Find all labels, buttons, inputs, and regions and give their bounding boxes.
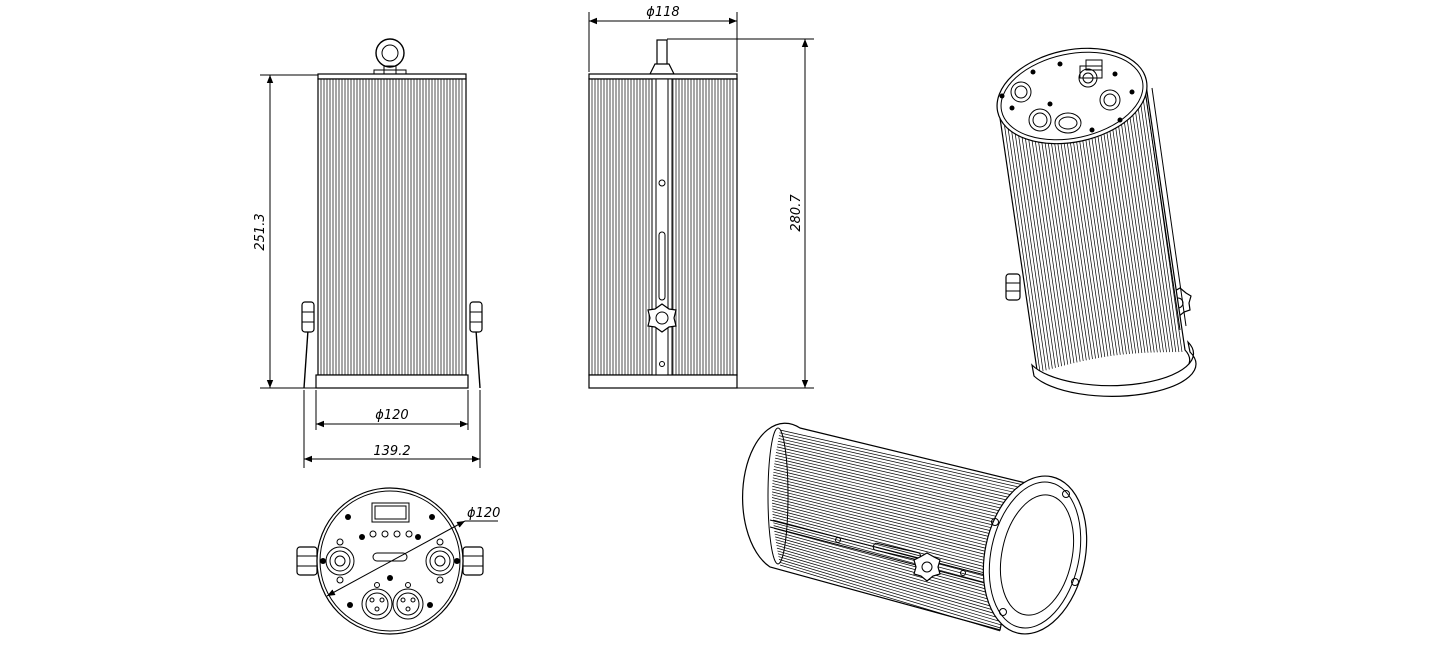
side-view: ϕ118 280.7: [588, 5, 814, 389]
front-view: 251.3 ϕ120 139.2: [253, 38, 483, 468]
isometric-top-view: [996, 47, 1197, 397]
lens-glass: [999, 494, 1075, 616]
front-ribs: [320, 79, 463, 375]
isometric-lens-view: [741, 422, 1088, 635]
iso-lens-ribs: [771, 429, 1029, 632]
side-knob: [647, 303, 677, 333]
bracket-width-label: 139.2: [373, 444, 410, 459]
iso-top-knob-left: [1005, 273, 1021, 301]
lens-ring-outer: [982, 475, 1088, 635]
iso-top-ribs: [1003, 81, 1183, 373]
side-diameter-dimension: ϕ118: [588, 5, 738, 72]
eye-bolt: [373, 38, 407, 76]
bottom-diameter-label: ϕ120: [467, 506, 500, 521]
front-width-dimension: ϕ120: [315, 390, 469, 430]
bracket: [301, 301, 483, 389]
front-width-label: ϕ120: [375, 408, 408, 423]
side-height-dimension: 280.7: [667, 38, 814, 389]
side-diameter-label: ϕ118: [646, 5, 679, 20]
front-height-label: 251.3: [253, 213, 268, 250]
side-height-label: 280.7: [789, 194, 804, 232]
iso-top-screws: [999, 61, 1135, 133]
bottom-diameter-dimension: ϕ120: [326, 506, 500, 597]
bracket-width-dimension: 139.2: [303, 390, 481, 468]
bottom-view: ϕ120: [296, 487, 500, 635]
front-height-dimension: 251.3: [253, 74, 318, 389]
